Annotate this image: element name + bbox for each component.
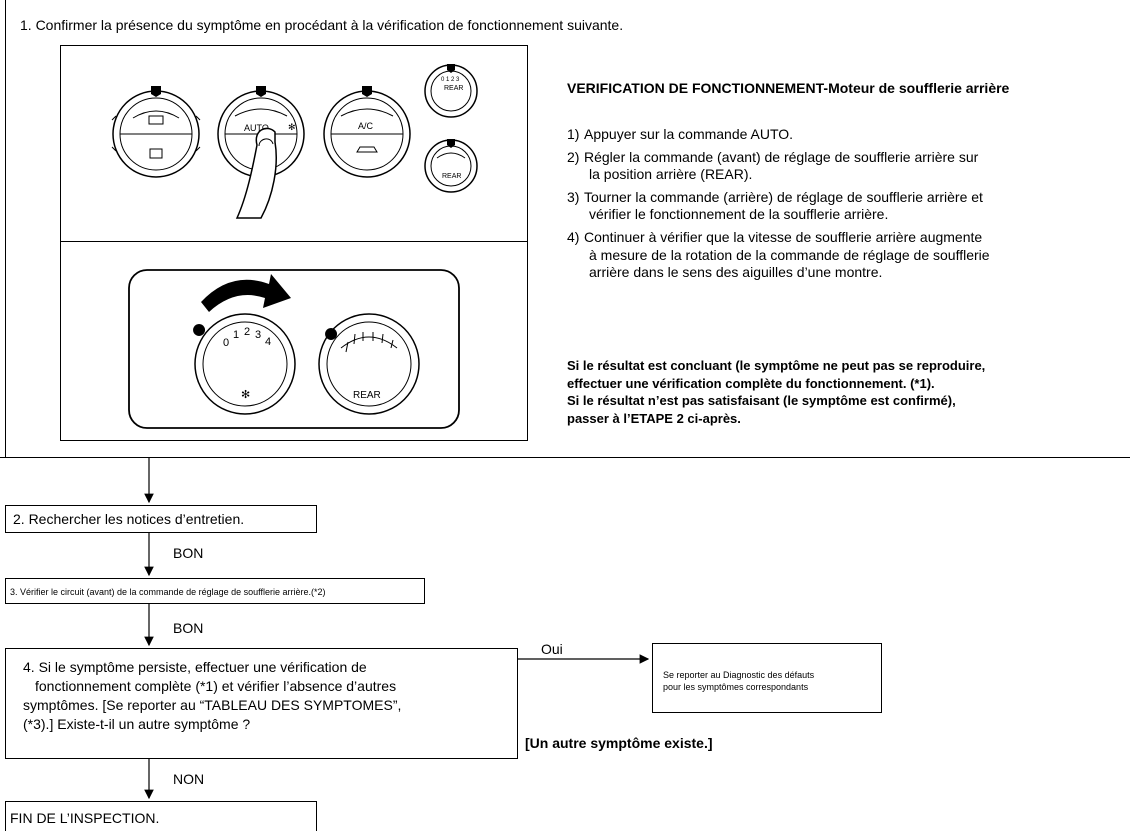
bon-label-2: BON (173, 620, 204, 636)
step4-text: 4. Si le symptôme persiste, effectuer un… (23, 659, 402, 732)
dial-ac: A/C (323, 86, 411, 178)
other-symptom-note: [Un autre symptôme existe.] (525, 735, 713, 751)
svg-text:1: 1 (233, 329, 239, 341)
svg-text:✻: ✻ (288, 122, 296, 132)
front-panel-illustration: AUTO ✻ A/C REAR 0 1 2 3 REAR (111, 64, 478, 219)
end-text: FIN DE L’INSPECTION. (10, 810, 160, 826)
svg-text:✻: ✻ (241, 389, 250, 401)
dial-defrost (111, 86, 201, 178)
svg-text:2: 2 (244, 326, 250, 338)
svg-text:0: 0 (223, 337, 229, 349)
step2-text: 2. Rechercher les notices d’entretien. (13, 511, 245, 527)
oui-label: Oui (541, 641, 563, 657)
step1-title: 1. Confirmer la présence du symptôme en … (20, 17, 624, 33)
instruction-3: 3) Tourner la commande (arrière) de régl… (567, 188, 983, 223)
svg-text:3: 3 (255, 329, 261, 341)
step4-box: 4. Si le symptôme persiste, effectuer un… (5, 648, 518, 759)
auto-label: AUTO (244, 123, 269, 133)
rear-small-label: REAR (444, 85, 463, 92)
check-title: VERIFICATION DE FONCTIONNEMENT-Moteur de… (567, 80, 1010, 96)
dial-rear-small-top: REAR 0 1 2 3 (424, 64, 478, 118)
rear-small-label-2: REAR (442, 173, 461, 180)
reference-text: Se reporter au Diagnostic des défauts po… (663, 670, 815, 692)
bon-label-1: BON (173, 545, 204, 561)
step2-box: 2. Rechercher les notices d’entretien. (5, 505, 317, 533)
rotation-arrow-icon (201, 274, 291, 312)
non-label: NON (173, 771, 205, 787)
ac-label: A/C (358, 121, 374, 131)
step3-text: 3. Vérifier le circuit (avant) de la com… (10, 587, 326, 597)
dial-auto: AUTO ✻ (217, 86, 305, 219)
illustration-divider (60, 241, 528, 242)
dial-rear-speed: 0 1 2 3 4 ✻ (193, 313, 296, 415)
svg-text:0 1 2 3: 0 1 2 3 (441, 77, 460, 83)
rear-big-label: REAR (353, 390, 381, 401)
reference-box: Se reporter au Diagnostic des défauts po… (652, 643, 882, 713)
step1-bottom-rule (0, 457, 1130, 458)
end-box: FIN DE L’INSPECTION. (5, 801, 317, 831)
result-text: Si le résultat est concluant (le symptôm… (567, 358, 986, 426)
svg-text:4: 4 (265, 336, 271, 348)
instruction-1: 1) Appuyer sur la commande AUTO. (567, 126, 794, 142)
step1-panel (5, 0, 1130, 457)
dial-rear-temp: REAR (318, 313, 420, 415)
instruction-4: 4) Continuer à vérifier que la vitesse d… (567, 228, 990, 281)
dial-rear-small-bottom: REAR (424, 139, 478, 193)
step3-box: 3. Vérifier le circuit (avant) de la com… (5, 578, 425, 604)
rear-panel-illustration: 0 1 2 3 4 ✻ REAR (128, 269, 460, 429)
instructions-list: 1) Appuyer sur la commande AUTO. 2) Régl… (567, 126, 1107, 282)
instruction-2: 2) Régler la commande (avant) de réglage… (567, 148, 979, 183)
